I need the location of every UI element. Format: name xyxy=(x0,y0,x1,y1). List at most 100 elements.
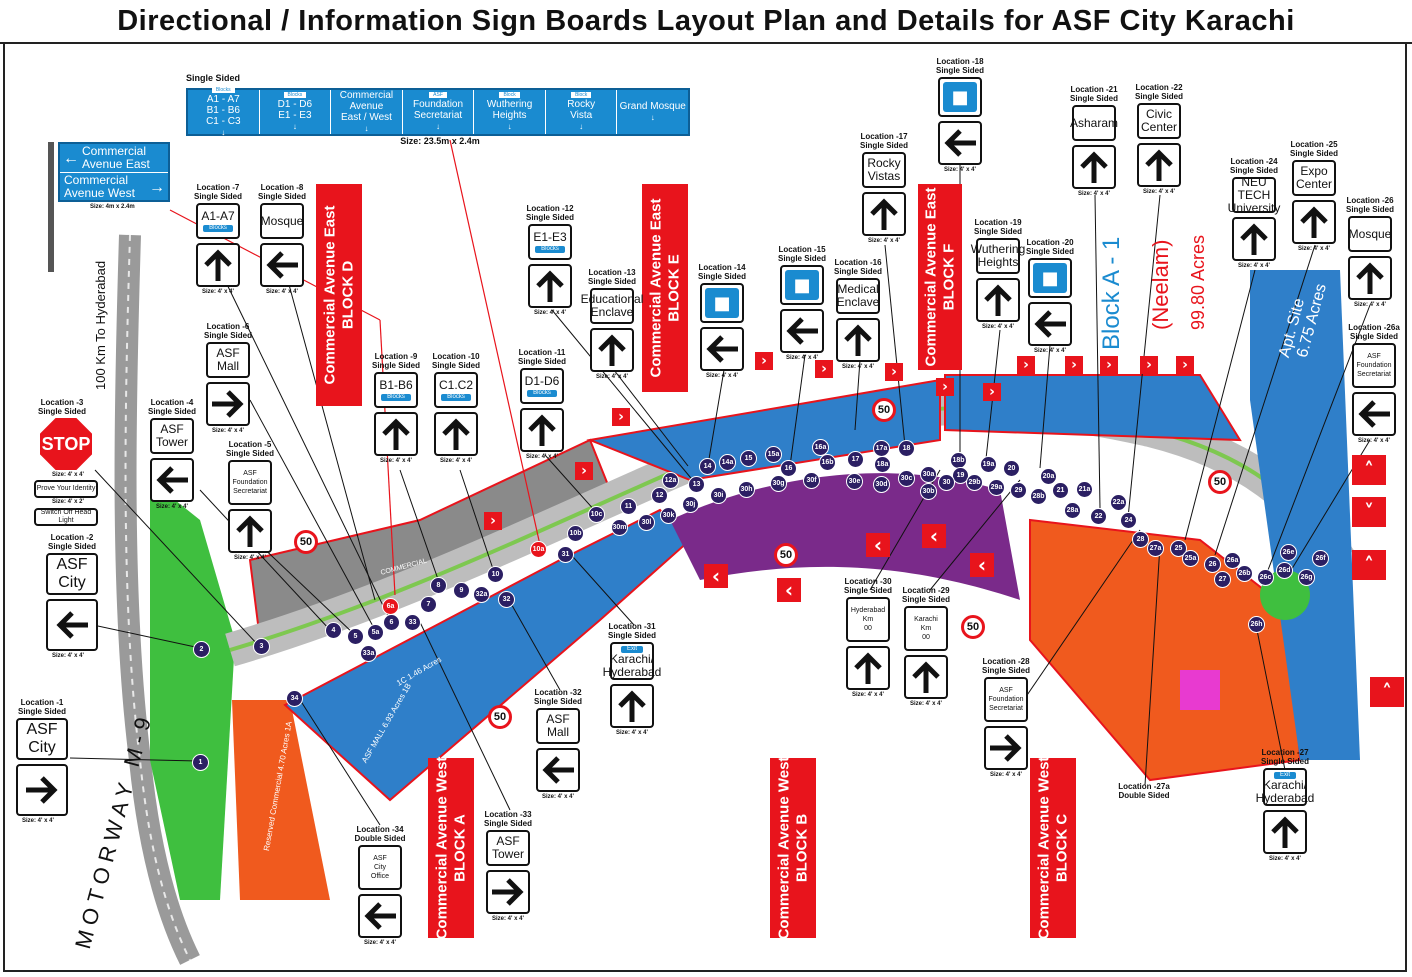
chevron-right-icon: › xyxy=(575,462,593,480)
location-marker: 30j xyxy=(682,496,699,513)
sign-board: Mosque xyxy=(260,203,304,239)
location-marker: 30m xyxy=(611,519,628,536)
sign-text: Karachi/ xyxy=(609,651,655,666)
arrow-up-icon xyxy=(862,192,906,236)
arrow-down-icon: ↓ xyxy=(507,122,512,131)
location-marker: 29 xyxy=(1010,482,1027,499)
arrow-down-icon: ↓ xyxy=(364,124,369,133)
sign-text: Center xyxy=(1295,177,1333,191)
location-label: Location -17 xyxy=(860,132,908,141)
arrow-left-icon xyxy=(1352,392,1396,436)
overhead-cell-text: Foundation xyxy=(413,99,464,110)
location-marker: 20a xyxy=(1040,468,1057,485)
sign-size: Size: 4' x 4' xyxy=(364,940,396,946)
arrow-right-icon xyxy=(16,764,68,816)
arrow-left-icon xyxy=(536,748,580,792)
location-label: Location -25 xyxy=(1290,140,1338,149)
sign-text: ASF xyxy=(496,834,520,848)
arrow-up-icon xyxy=(904,655,948,699)
sided-label: Single Sided xyxy=(257,192,306,201)
overhead-cell-text: E1 - E3 xyxy=(278,110,312,121)
sign-text: E1-E3 xyxy=(533,230,567,244)
sign-text: ASF xyxy=(216,346,240,360)
arrow-left-icon xyxy=(1028,302,1072,346)
block-b-purple xyxy=(670,473,1020,600)
facility-icon: ■ xyxy=(943,82,977,112)
sided-label: Single Sided xyxy=(777,254,826,263)
sign-size: Size: 4' x 4' xyxy=(596,374,628,380)
overhead-sign-size: Size: 23.5m x 2.4m xyxy=(400,136,480,146)
sign-size: Size: 4' x 4' xyxy=(234,555,266,561)
block-e-commercial xyxy=(586,378,941,482)
sign-size: Size: 4' x 4' xyxy=(706,373,738,379)
location-marker: 9 xyxy=(453,582,470,599)
exit-tag: Exit xyxy=(620,645,643,653)
location-label: Location -16 xyxy=(834,258,882,267)
location-label: Location -7 xyxy=(196,183,240,192)
arrow-down-icon: ↓ xyxy=(292,122,297,131)
arrow-right-icon: → xyxy=(149,178,165,196)
location-marker: 5 xyxy=(347,628,364,645)
location-marker: 18a xyxy=(874,456,891,473)
sign-text: ASF xyxy=(26,721,58,738)
sided-label: Single Sided xyxy=(587,277,636,286)
location-label: Location -14 xyxy=(698,263,746,272)
location-marker: 33a xyxy=(360,645,377,662)
arrow-up-icon xyxy=(590,328,634,372)
sign-text: 00 xyxy=(922,634,930,641)
chevron-left-icon: ‹ xyxy=(866,533,890,557)
block-a1-label: Block A - 1 xyxy=(1098,236,1125,350)
location-marker: 26g xyxy=(1298,569,1315,586)
overhead-cell-tag: Block xyxy=(499,92,520,98)
sign-size: Size: 4' x 4' xyxy=(52,472,84,478)
sign-text: Vistas xyxy=(867,169,901,183)
block-c-orange xyxy=(1029,518,1302,782)
gantry-post xyxy=(48,142,54,272)
chevron-up-icon: ˄ xyxy=(1352,550,1386,580)
arrow-left-icon xyxy=(938,121,982,165)
overhead-cell-text: Avenue xyxy=(349,101,384,112)
sign-size: Size: 4' x 4' xyxy=(1354,302,1386,308)
overhead-sign-label: Single Sided xyxy=(186,73,241,83)
sign-size: Size: 4' x 4' xyxy=(492,916,524,922)
sign-size: Size: 4' x 4' xyxy=(440,458,472,464)
sign-text: ASF xyxy=(160,422,184,436)
sign-text: C1.C2 xyxy=(438,378,473,392)
sided-label: Single Sided xyxy=(371,361,420,370)
location-marker: 11 xyxy=(620,498,637,515)
sided-label: Double Sided xyxy=(1118,791,1170,800)
chevron-right-icon: › xyxy=(815,360,833,378)
chevron-right-icon: › xyxy=(936,378,954,396)
arrow-left-icon xyxy=(358,894,402,938)
sign-text: D1-D6 xyxy=(524,374,560,388)
location-marker: 28 xyxy=(1132,531,1149,548)
arrow-up-icon xyxy=(228,509,272,553)
sign-text: Civic xyxy=(1146,107,1172,121)
location-marker: 14a xyxy=(719,454,736,471)
overhead-cell-tag: ASF xyxy=(429,92,447,98)
location-marker: 12 xyxy=(651,487,668,504)
sign-text: Center xyxy=(1140,120,1178,134)
sign-size: Size: 4' x 4' xyxy=(52,653,84,659)
sign-text: ASF xyxy=(1367,353,1381,360)
location-marker: 17 xyxy=(847,451,864,468)
sign-size: Size: 4' x 4' xyxy=(542,794,574,800)
location-marker: 20 xyxy=(1003,460,1020,477)
sign-text: B1-B6 xyxy=(379,378,413,392)
arrow-up-icon xyxy=(1292,200,1336,244)
location-marker: 19a xyxy=(980,456,997,473)
speed-limit-sign: 50 xyxy=(488,705,512,729)
location-marker: 30a xyxy=(920,466,937,483)
sign-size: Size: 4' x 2' xyxy=(52,499,84,505)
arrow-up-icon xyxy=(196,243,240,287)
sign-text: Secretariat xyxy=(1357,371,1391,378)
arrow-left-icon xyxy=(780,309,824,353)
chevron-right-icon: › xyxy=(983,383,1001,401)
